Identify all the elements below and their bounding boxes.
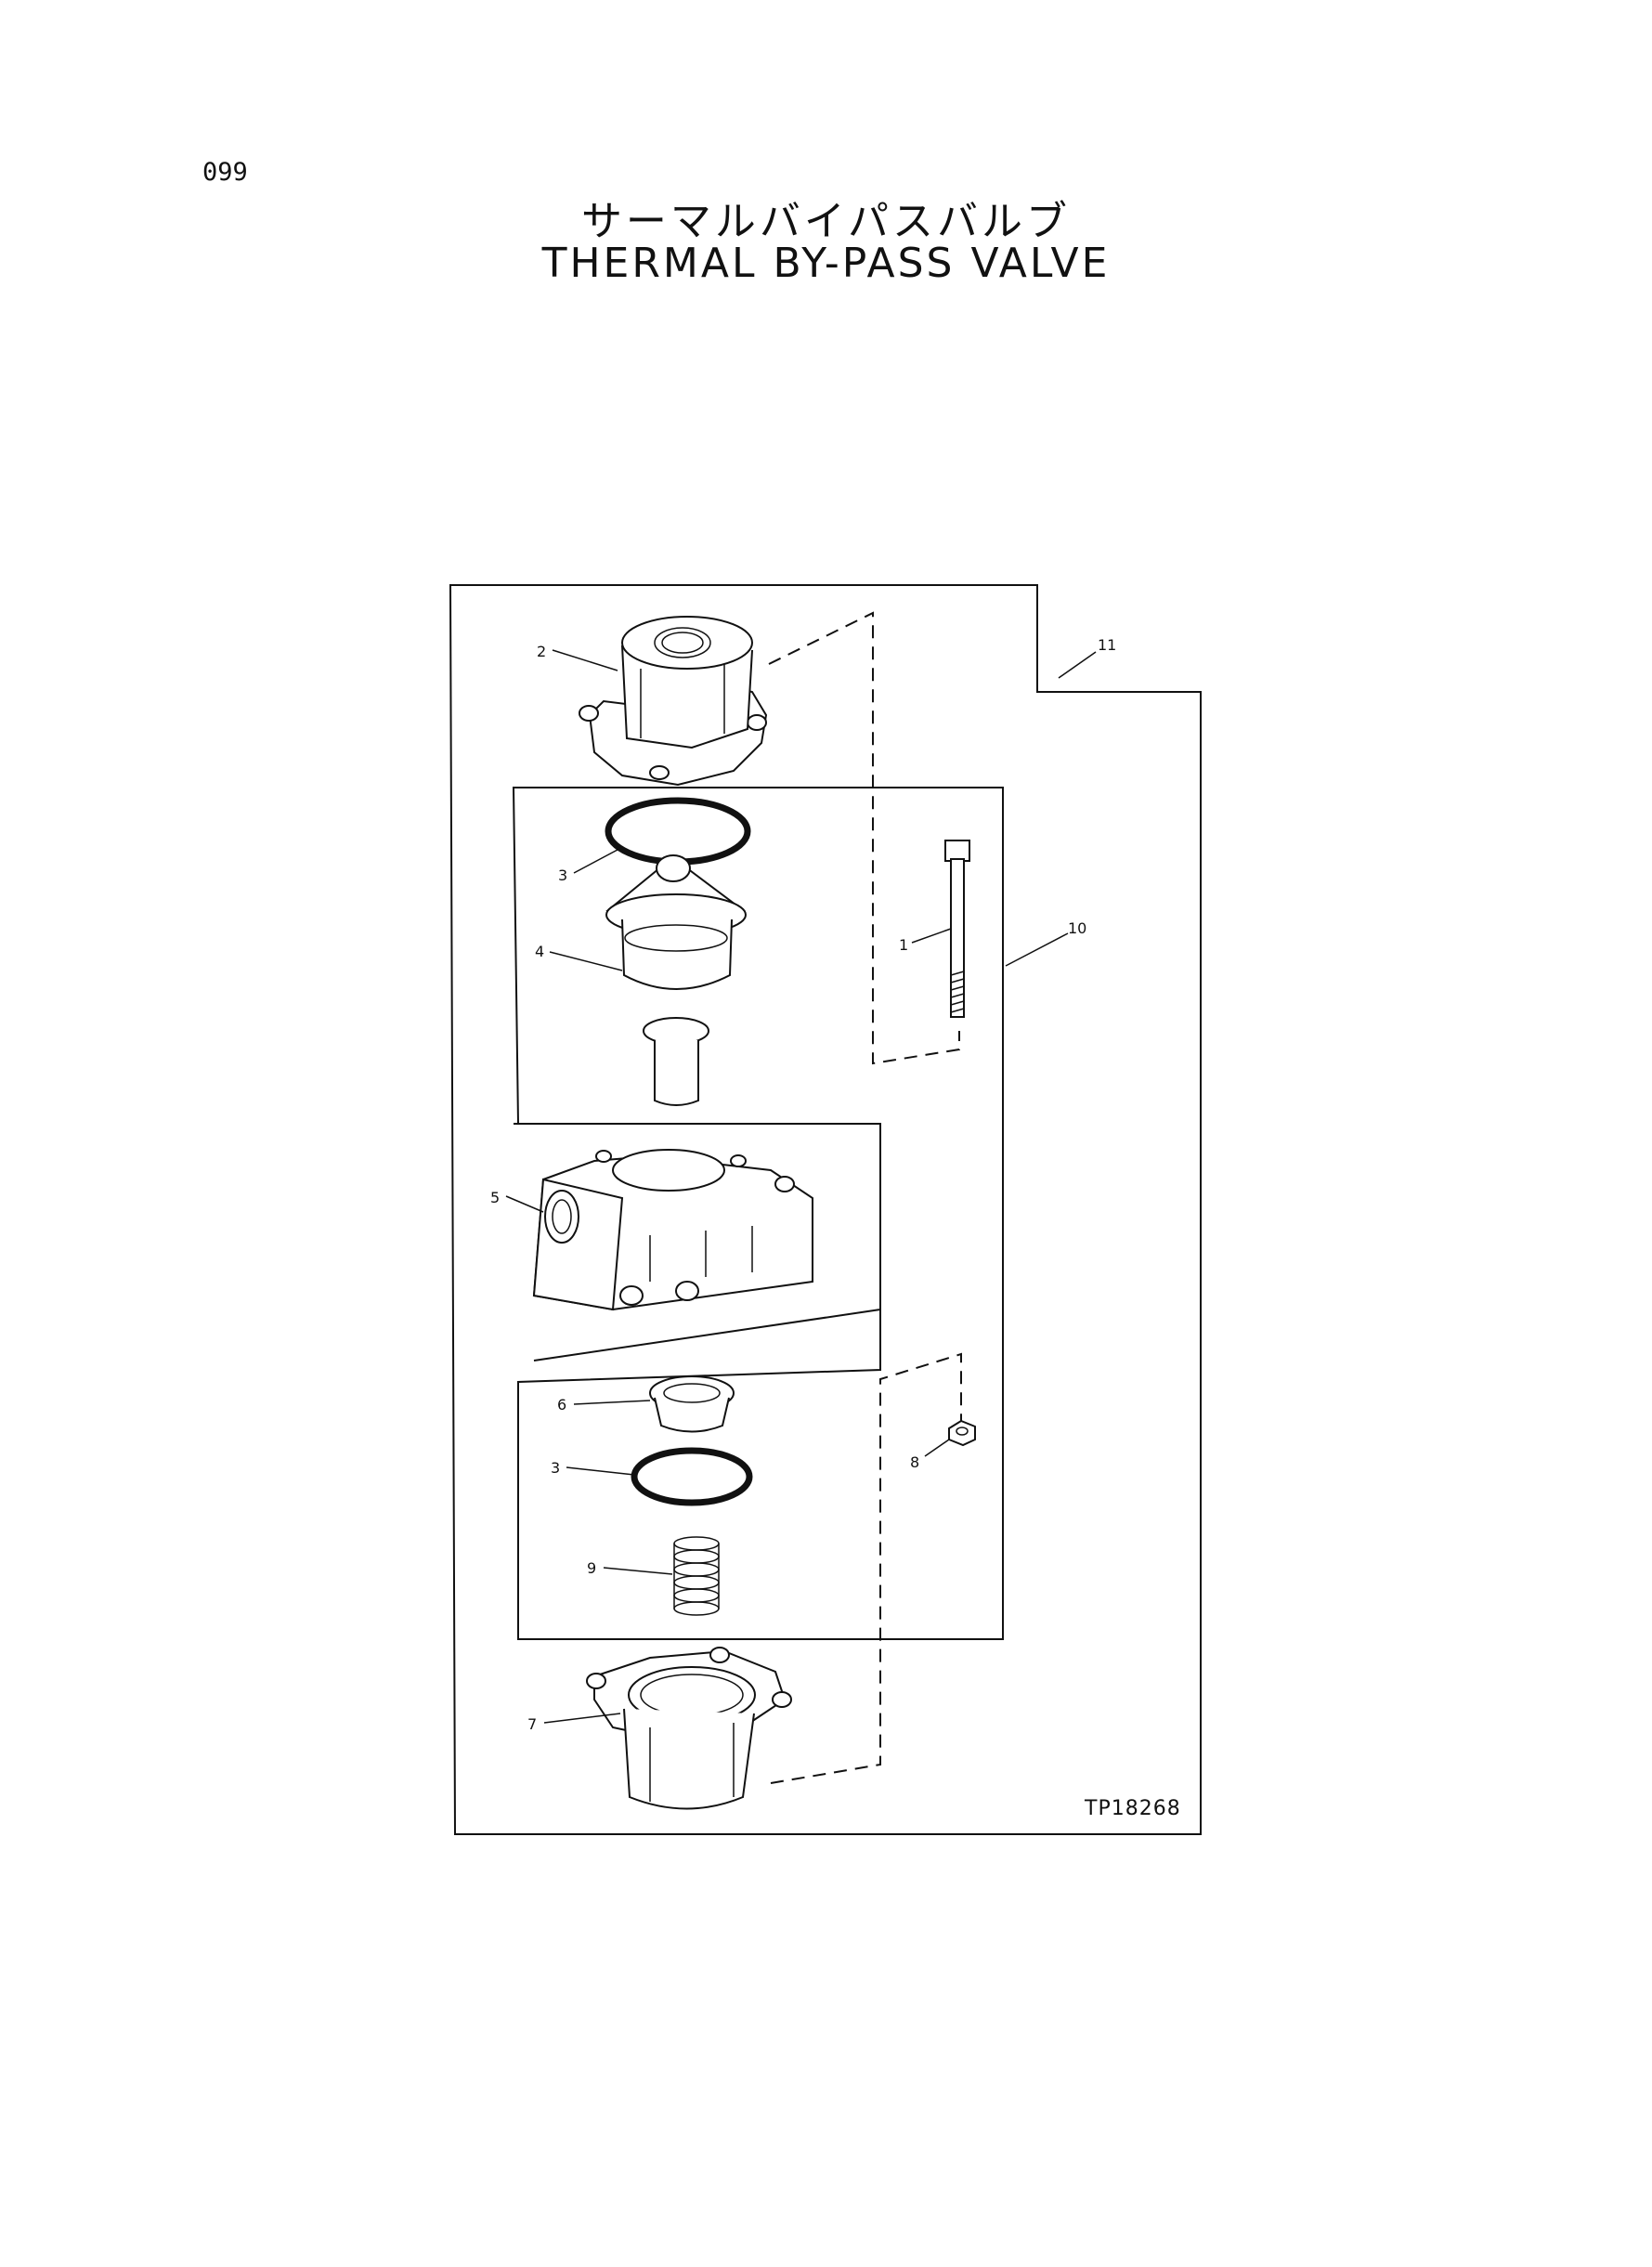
part-3-o-ring-upper	[605, 797, 751, 866]
assembly-outline	[449, 584, 1202, 1835]
leader-11	[1058, 651, 1097, 679]
part-2-top-cover	[579, 616, 768, 787]
callout-7: 7	[527, 1715, 537, 1733]
callout-2: 2	[537, 643, 546, 660]
leader-7	[543, 1713, 621, 1724]
leader-4	[549, 951, 623, 971]
part-6-cup	[649, 1375, 735, 1433]
part-5-valve-body	[532, 1149, 813, 1311]
callout-5: 5	[490, 1189, 500, 1206]
callout-11: 11	[1098, 636, 1116, 654]
leader-3b	[566, 1466, 635, 1476]
leader-6	[573, 1400, 651, 1405]
title-japanese: サーマルバイパスバルブ	[580, 198, 1072, 245]
callout-3-upper: 3	[558, 866, 567, 884]
part-9-spring	[673, 1536, 720, 1616]
leader-3a	[573, 849, 618, 874]
callout-8: 8	[910, 1453, 919, 1471]
part-8-nut	[948, 1419, 976, 1447]
body-box-outline	[514, 1123, 881, 1362]
part-3-o-ring-lower	[631, 1447, 753, 1506]
leader-9	[603, 1567, 673, 1575]
callout-10: 10	[1068, 919, 1086, 937]
title-english: THERMAL BY-PASS VALVE	[541, 240, 1111, 287]
callout-1: 1	[899, 936, 908, 954]
dashed-guide-bottom	[770, 1352, 962, 1784]
leader-2	[552, 649, 618, 671]
leader-1	[911, 928, 952, 944]
leader-5	[505, 1195, 544, 1213]
callout-4: 4	[535, 943, 544, 960]
page-number: 099	[202, 158, 248, 187]
drawing-number: TP18268	[1084, 1797, 1181, 1820]
callout-6: 6	[557, 1396, 566, 1414]
callout-9: 9	[587, 1559, 596, 1577]
leader-8	[924, 1439, 950, 1457]
callout-3-lower: 3	[551, 1459, 560, 1477]
leader-10	[1005, 932, 1069, 967]
part-7-bottom-cover	[586, 1647, 792, 1810]
part-1-bolt	[944, 840, 970, 1018]
dashed-guide-top	[768, 611, 960, 1065]
part-4-thermostat	[605, 854, 747, 1106]
